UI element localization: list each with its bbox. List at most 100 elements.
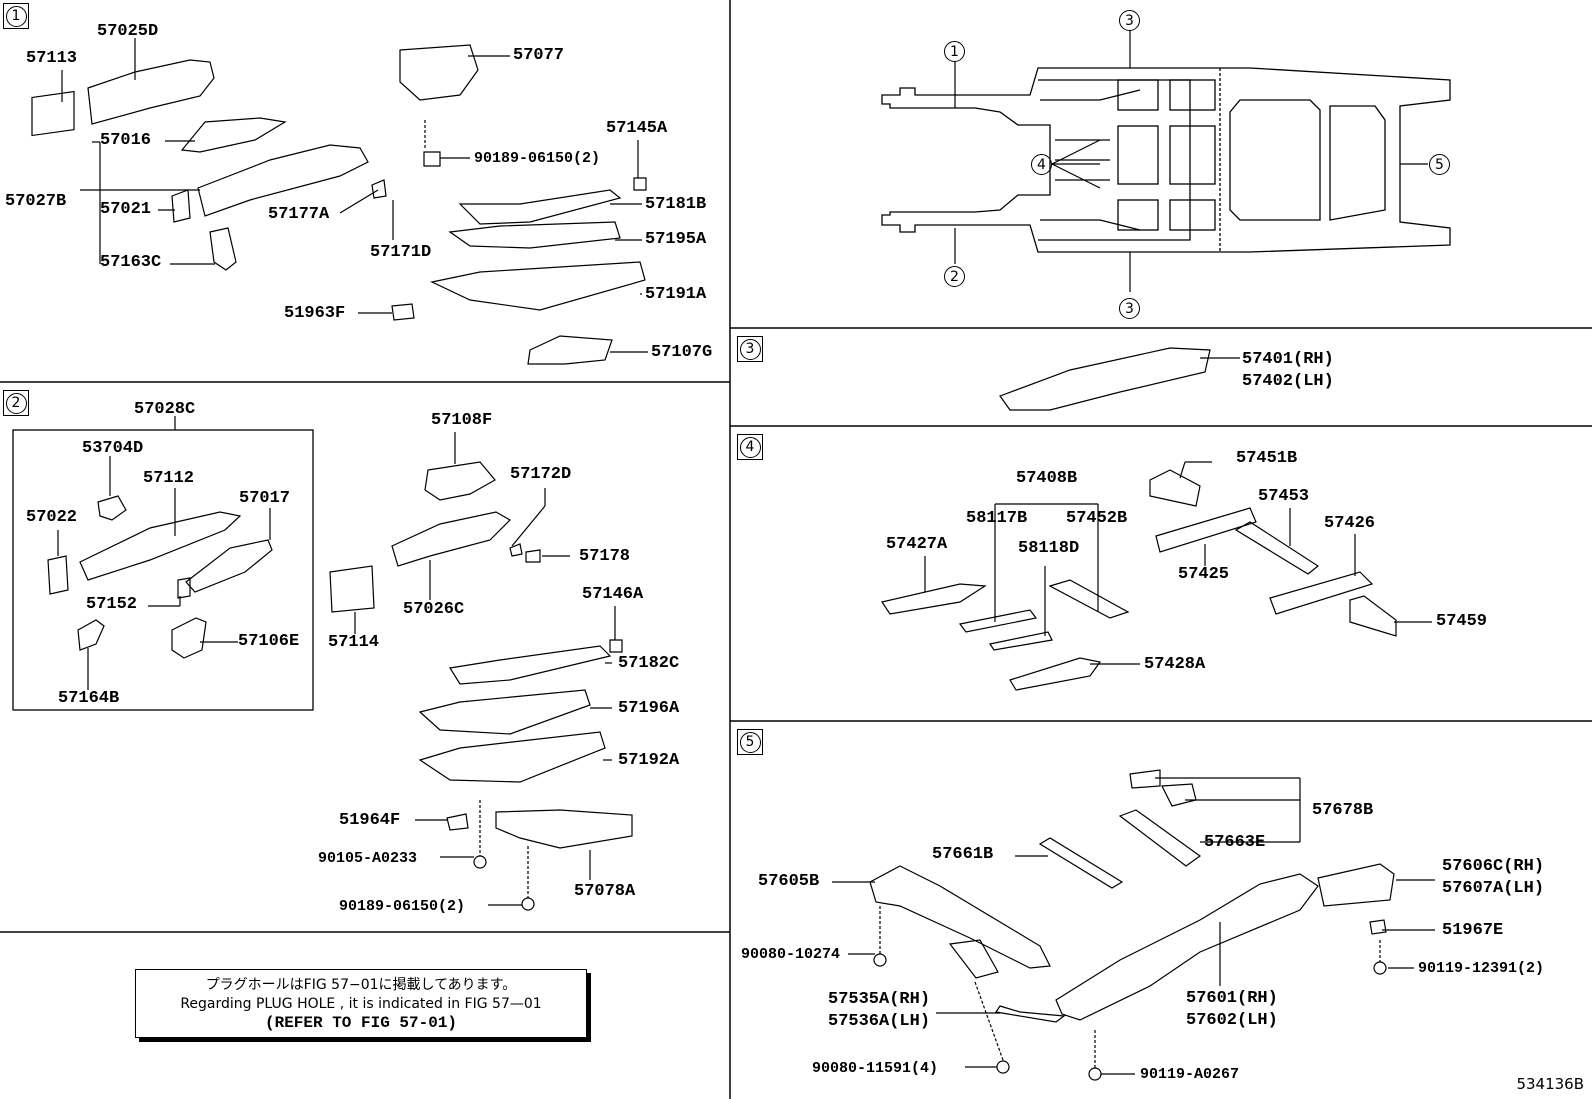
section-number-label: 3: [739, 338, 761, 360]
part-label: 57606C(RH): [1442, 857, 1545, 876]
part-label: 57451B: [1236, 449, 1298, 468]
part-label: 57459: [1436, 612, 1488, 631]
section2-leaders: [57, 416, 616, 906]
part-label: 57026C: [403, 600, 465, 619]
part-label: 53704D: [82, 439, 144, 458]
figure-id: 534136B: [1516, 1075, 1584, 1093]
section4-parts: [881, 469, 1397, 691]
part-label: 58118D: [1018, 539, 1080, 558]
part-label: 57427A: [886, 535, 948, 554]
part-label: 57191A: [645, 285, 707, 304]
part-label: 57113: [26, 49, 78, 68]
part-label: 57078A: [574, 882, 636, 901]
overview-callout-5: 5: [1429, 154, 1450, 175]
part-label: 57022: [26, 508, 78, 527]
part-label: 90080-11591(4): [812, 1060, 939, 1077]
callout-label: 4: [1031, 154, 1052, 175]
part-label: 57145A: [606, 119, 668, 138]
part-label: 57181B: [645, 195, 707, 214]
part-label: 57401(RH): [1242, 350, 1334, 369]
part-label: 57196A: [618, 699, 680, 718]
part-label: 90189-06150(2): [474, 150, 601, 167]
section-number-2: 2: [3, 390, 29, 416]
part-label: 57661B: [932, 845, 994, 864]
section2-parts: [47, 461, 633, 911]
part-label: 57678B: [1312, 801, 1374, 820]
part-label: 57146A: [582, 585, 644, 604]
part-label: 57425: [1178, 565, 1230, 584]
part-label: 57152: [86, 595, 138, 614]
part-label: 57182C: [618, 654, 680, 673]
part-label: 90119-12391(2): [1418, 960, 1545, 977]
part-label: 57195A: [645, 230, 707, 249]
section-number-5: 5: [737, 729, 763, 755]
part-label: 57025D: [97, 22, 159, 41]
part-label: 57027B: [5, 192, 67, 211]
overview-callout-3-bottom: 3: [1119, 298, 1140, 319]
part-label: 57171D: [370, 243, 432, 262]
part-label: 57605B: [758, 872, 820, 891]
part-label: 90105-A0233: [318, 850, 418, 867]
callout-label: 3: [1119, 298, 1140, 319]
part-label: 57163C: [100, 253, 162, 272]
section5-parts: [869, 769, 1395, 1081]
assembly-box-57028C: [12, 429, 314, 711]
section-number-label: 5: [739, 731, 761, 753]
callout-label: 3: [1119, 10, 1140, 31]
part-label: 51964F: [339, 811, 401, 830]
note-line-english: Regarding PLUG HOLE , it is indicated in…: [180, 996, 542, 1012]
overview-callout-lines: [954, 30, 1428, 292]
part-label: 57164B: [58, 689, 120, 708]
part-label: 57607A(LH): [1442, 879, 1545, 898]
part-label: 57177A: [268, 205, 330, 224]
overview-callout-4: 4: [1031, 154, 1052, 175]
part-label: 57408B: [1016, 469, 1078, 488]
part-label: 57077: [513, 46, 565, 65]
part-label: 57107G: [651, 343, 713, 362]
section3-parts: [999, 347, 1240, 411]
section1-leaders: [61, 38, 648, 353]
note-line-japanese: プラグホールはFIG 57−01に掲載してあります。: [205, 977, 517, 993]
section-number-label: 4: [739, 436, 761, 458]
section-number-4: 4: [737, 434, 763, 460]
section-number-label: 1: [5, 5, 27, 27]
part-label: 57017: [239, 489, 291, 508]
part-label: 57016: [100, 131, 152, 150]
part-label: 57112: [143, 469, 195, 488]
part-label: 57453: [1258, 487, 1310, 506]
part-label: 57452B: [1066, 509, 1128, 528]
part-label: 57601(RH): [1186, 989, 1278, 1008]
callout-label: 2: [944, 266, 965, 287]
part-label: 57402(LH): [1242, 372, 1334, 391]
part-label: 57663E: [1204, 833, 1266, 852]
part-label: 90119-A0267: [1140, 1066, 1240, 1083]
section-number-1: 1: [3, 3, 29, 29]
part-label: 57536A(LH): [828, 1012, 931, 1031]
overview-callout-2: 2: [944, 266, 965, 287]
part-label: 58117B: [966, 509, 1028, 528]
part-label: 57114: [328, 633, 380, 652]
part-label: 57602(LH): [1186, 1011, 1278, 1030]
part-label: 57108F: [431, 411, 493, 430]
part-label: 57021: [100, 200, 152, 219]
part-label: 90189-06150(2): [339, 898, 466, 915]
part-label: 90080-10274: [741, 946, 841, 963]
section-number-label: 2: [5, 392, 27, 414]
part-label: 57535A(RH): [828, 990, 931, 1009]
part-label: 51967E: [1442, 921, 1504, 940]
part-label: 57106E: [238, 632, 300, 651]
section4-leaders: [924, 461, 1432, 665]
part-label: 57192A: [618, 751, 680, 770]
part-label: 57178: [579, 547, 631, 566]
part-label: 57172D: [510, 465, 572, 484]
part-label: 57428A: [1144, 655, 1206, 674]
overview-callout-3-top: 3: [1119, 10, 1140, 31]
frame-overview: [881, 67, 1451, 253]
note-line-reference: (REFER TO FIG 57-01): [264, 1014, 458, 1032]
overview-callout-1: 1: [944, 41, 965, 62]
callout-label: 1: [944, 41, 965, 62]
part-label: 57028C: [134, 400, 196, 419]
section5-leaders: [832, 777, 1435, 1075]
